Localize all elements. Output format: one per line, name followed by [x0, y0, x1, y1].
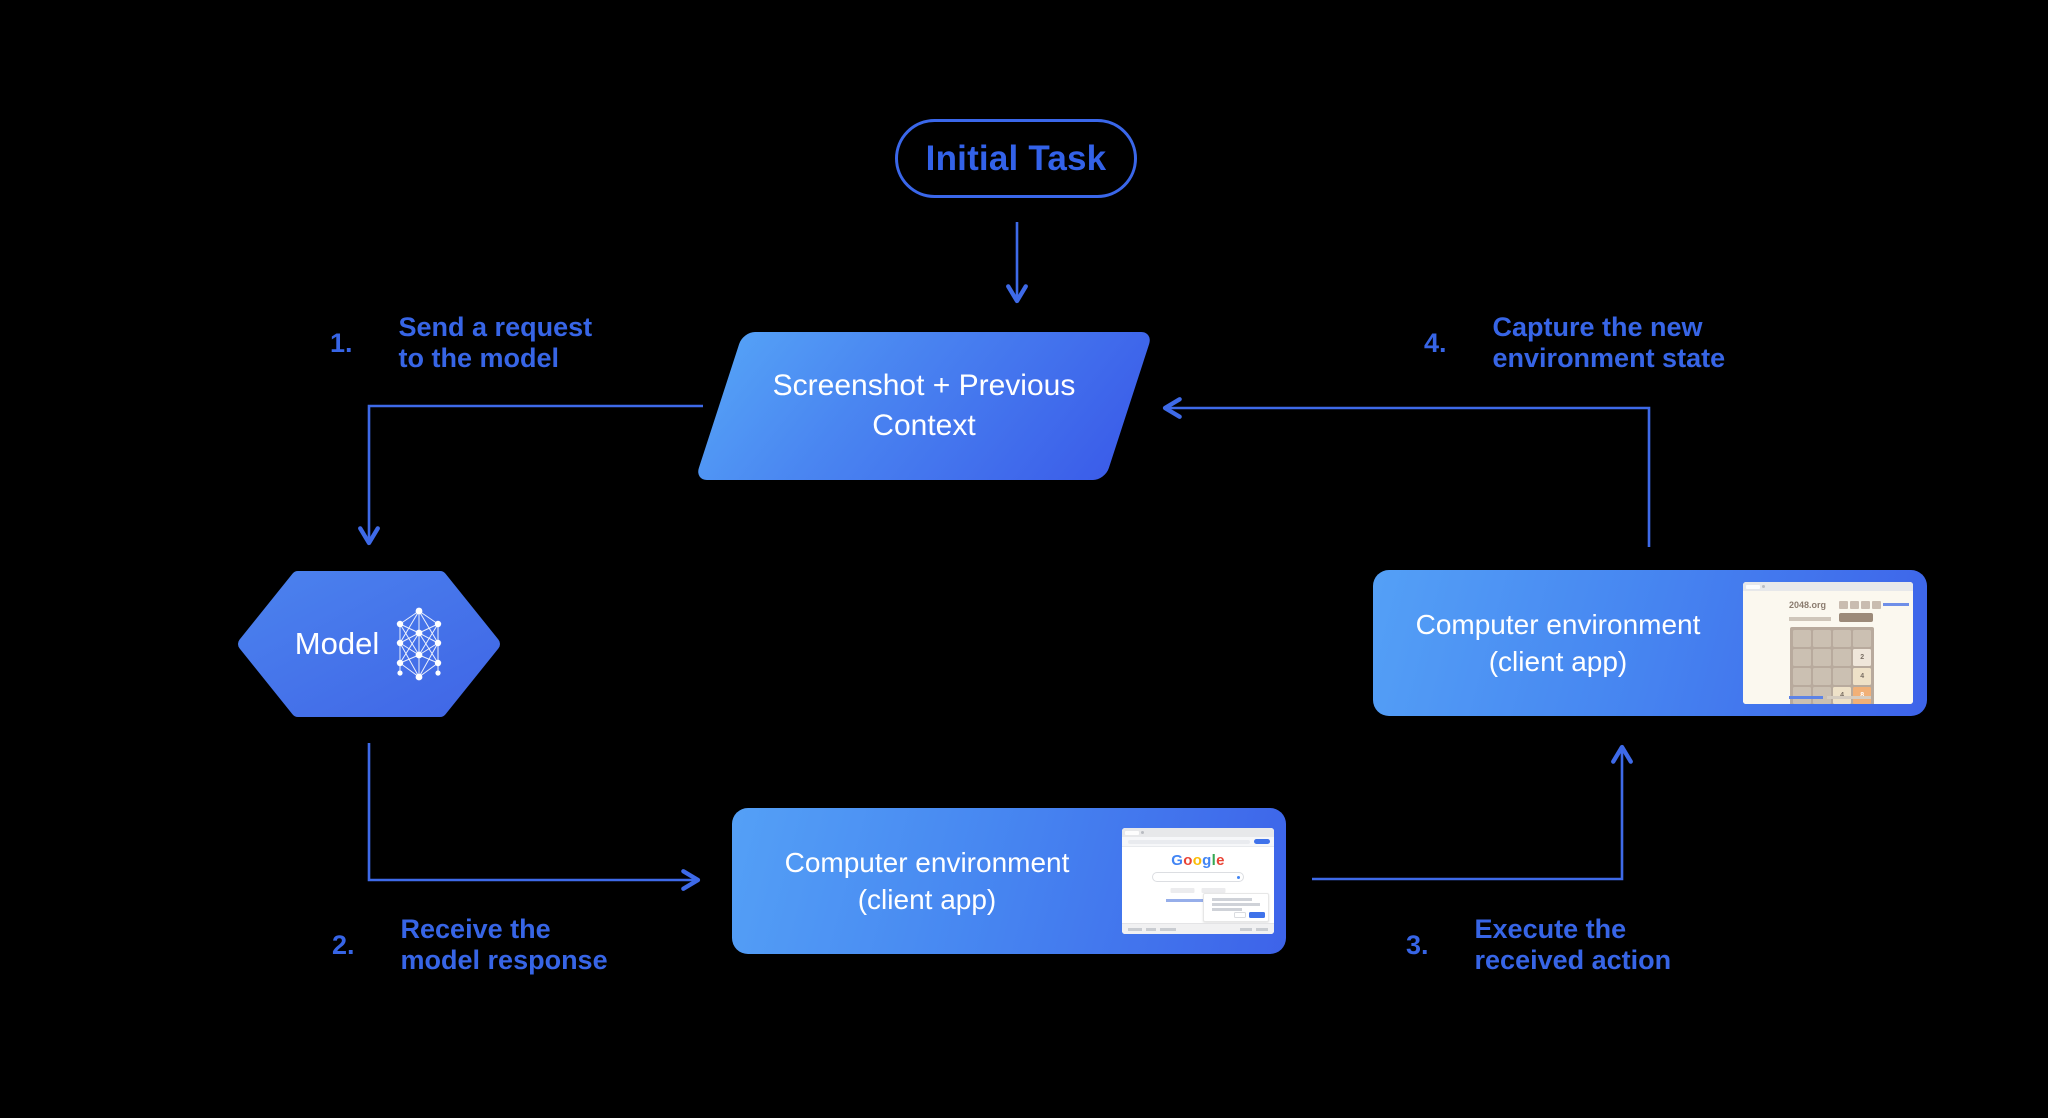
browser-address-bar — [1122, 837, 1274, 847]
browser-chrome — [1122, 828, 1274, 837]
model-node-content: Model — [237, 570, 501, 718]
2048-subtitle-text — [1789, 617, 1831, 621]
tile-2: 2 — [1853, 649, 1871, 666]
computer-environment-bottom-label: Computer environment (client app) — [784, 847, 1070, 915]
computer-environment-bottom-node: Computer environment (client app) Google — [732, 808, 1286, 954]
arrow-model-to-env-bottom — [367, 743, 701, 891]
computer-environment-right-label: Computer environment (client app) — [1415, 609, 1701, 677]
step-text: Execute the received action — [1474, 914, 1672, 975]
tile-8: 8 — [1853, 687, 1871, 704]
google-search-buttons — [1170, 888, 1226, 893]
tile-4: 4 — [1853, 668, 1871, 685]
google-logo: Google — [1171, 852, 1225, 869]
tile-4: 4 — [1833, 687, 1851, 704]
step-text: Capture the new environment state — [1492, 312, 1726, 373]
step-number: 3. — [1406, 929, 1429, 960]
2048-game-screenshot: 2048.org 2 4 — [1743, 582, 1913, 704]
arrow-env-right-to-context — [1162, 397, 1651, 547]
arrow-context-to-model — [358, 404, 703, 546]
step-1-annotation: 1. Send a request to the model — [330, 312, 592, 374]
initial-task-label: Initial Task — [925, 138, 1107, 178]
2048-score-boxes — [1839, 601, 1881, 609]
browser-chrome — [1743, 582, 1913, 591]
2048-bottom-text — [1827, 696, 1871, 699]
computer-environment-right-node: Computer environment (client app) 2048.o… — [1373, 570, 1927, 716]
step-text: Send a request to the model — [398, 312, 593, 373]
step-number: 1. — [330, 327, 353, 358]
step-text: Receive the model response — [400, 914, 608, 975]
2048-top-link — [1883, 603, 1909, 606]
2048-grid: 2 4 4 8 — [1790, 627, 1874, 704]
neural-network-icon — [397, 607, 442, 681]
2048-new-game-button — [1839, 613, 1873, 622]
screenshot-context-label: Screenshot + Previous Context — [772, 369, 1076, 442]
2048-page: 2048.org 2 4 — [1743, 591, 1913, 704]
mic-icon — [1236, 875, 1240, 879]
sign-in-button — [1254, 838, 1270, 845]
cookie-decline-button — [1234, 912, 1246, 918]
screenshot-context-node: Screenshot + Previous Context — [694, 332, 1154, 480]
model-node — [238, 571, 500, 717]
2048-site-title: 2048.org — [1789, 600, 1827, 610]
arrow-env-bottom-to-env-right — [1312, 744, 1633, 881]
step-4-annotation: 4. Capture the new environment state — [1424, 312, 1725, 374]
cookie-accept-button — [1249, 912, 1265, 918]
google-homepage-screenshot: Google — [1122, 828, 1274, 934]
google-search-bar — [1152, 872, 1244, 882]
initial-task-node: Initial Task — [895, 119, 1137, 198]
2048-bottom-link — [1789, 695, 1823, 699]
step-2-annotation: 2. Receive the model response — [332, 914, 608, 976]
google-footer — [1122, 923, 1274, 934]
model-label: Model — [294, 626, 380, 661]
step-number: 4. — [1424, 327, 1447, 358]
cookie-consent-dialog — [1203, 893, 1269, 922]
step-3-annotation: 3. Execute the received action — [1406, 914, 1671, 976]
step-number: 2. — [332, 929, 355, 960]
google-language-links — [1166, 899, 1230, 902]
